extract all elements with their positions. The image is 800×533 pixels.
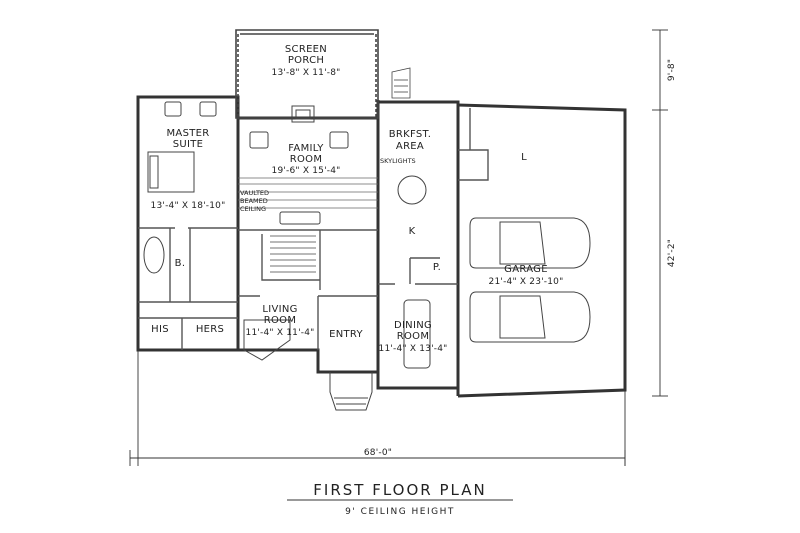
master-suite-line2: SUITE bbox=[173, 139, 204, 150]
living-room-dims: 11'-4" X 11'-4" bbox=[246, 328, 315, 338]
dining-room-dims: 11'-4" X 13'-4" bbox=[379, 344, 448, 354]
master-suite-dims: 13'-4" X 18'-10" bbox=[151, 201, 226, 211]
screen-porch-walls bbox=[235, 29, 379, 119]
overall-width-dim: 68'-0" bbox=[364, 448, 392, 458]
brkfst-line2: AREA bbox=[396, 141, 424, 152]
dining-room-line2: ROOM bbox=[397, 331, 430, 342]
dining-room-line1: DINING bbox=[394, 320, 432, 331]
fixtures bbox=[143, 101, 431, 411]
kitchen-label: K bbox=[409, 226, 416, 237]
vaulted-note-2: BEAMED bbox=[240, 197, 268, 205]
garage-line1: GARAGE bbox=[504, 264, 548, 275]
dimension-lines bbox=[129, 29, 668, 466]
plan-title: FIRST FLOOR PLAN bbox=[313, 481, 486, 499]
garage-dims: 21'-4" X 23'-10" bbox=[489, 277, 564, 287]
living-room-line1: LIVING bbox=[262, 304, 297, 315]
vaulted-note-3: CEILING bbox=[240, 205, 266, 213]
stairs bbox=[270, 67, 411, 273]
laundry-label: L bbox=[521, 152, 527, 163]
family-room-line2: ROOM bbox=[290, 154, 323, 165]
brkfst-line1: BRKFST. bbox=[389, 129, 432, 140]
entry-label: ENTRY bbox=[329, 329, 363, 340]
pantry-label: P. bbox=[433, 262, 441, 273]
vaulted-lines bbox=[238, 177, 378, 209]
overall-depth-dim: 42'-2" bbox=[667, 239, 677, 267]
family-room-dims: 19'-6" X 15'-4" bbox=[272, 166, 341, 176]
plan-subtitle: 9' CEILING HEIGHT bbox=[345, 507, 455, 517]
interior-walls bbox=[138, 108, 489, 350]
master-suite-line1: MASTER bbox=[167, 128, 210, 139]
cars bbox=[469, 217, 591, 343]
his-label: HIS bbox=[151, 324, 169, 335]
porch-depth-dim: 9'-8" bbox=[667, 59, 677, 81]
family-room-line1: FAMILY bbox=[288, 143, 324, 154]
skylights-note: SKYLIGHTS bbox=[380, 157, 416, 165]
screen-porch-line1: SCREEN bbox=[285, 44, 327, 55]
living-room-line2: ROOM bbox=[264, 315, 297, 326]
bath-label: B. bbox=[175, 258, 186, 269]
hers-label: HERS bbox=[196, 324, 224, 335]
screen-porch-dims: 13'-8" X 11'-8" bbox=[272, 68, 341, 78]
screen-porch-line2: PORCH bbox=[288, 55, 324, 66]
vaulted-note-1: VAULTED bbox=[240, 189, 269, 197]
